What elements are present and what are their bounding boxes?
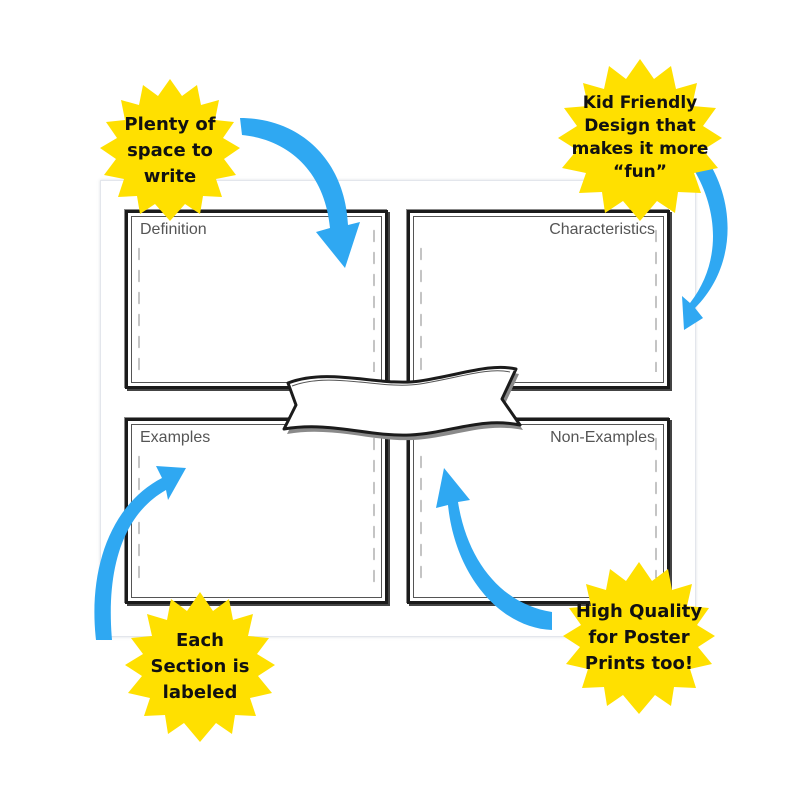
starburst-icon: [558, 59, 722, 221]
callout-line: Kid Friendly: [582, 93, 698, 114]
definition-label: Definition: [140, 221, 207, 238]
callout-line: “fun”: [613, 161, 667, 182]
callout-line: High Quality: [575, 600, 703, 622]
starburst-icon: [100, 79, 240, 221]
examples-label: Examples: [140, 429, 211, 446]
starburst-icon: [563, 562, 715, 714]
arrow-icon-top-right: [682, 158, 728, 330]
starburst-callout-space: [100, 79, 240, 221]
callout-kid-friendly-text: Kid Friendly Design that makes it more “…: [560, 72, 720, 204]
callout-line: makes it more: [571, 139, 709, 159]
starburst-callout-kid-friendly: [558, 59, 722, 221]
dotted-guide: [373, 433, 375, 587]
callout-space-text: Plenty of space to write: [108, 98, 232, 204]
center-ribbon-banner: [282, 365, 523, 441]
callout-line: Prints too!: [584, 653, 694, 675]
callout-line: Design that: [584, 116, 696, 137]
dotted-guide: [138, 451, 140, 587]
callout-line: space to: [127, 139, 213, 161]
callout-line: labeled: [162, 682, 238, 704]
starburst-icon: [125, 592, 275, 742]
callout-line: Plenty of: [124, 113, 216, 135]
arrow-icon-bottom-left: [94, 466, 186, 640]
callout-line: for Poster: [588, 626, 690, 648]
characteristics-box: Characteristics: [407, 210, 670, 389]
dotted-guide: [373, 225, 375, 372]
dotted-guide: [655, 225, 657, 372]
starburst-callout-quality: [563, 562, 715, 714]
callout-line: Section is: [150, 655, 250, 677]
characteristics-label: Characteristics: [549, 221, 655, 238]
dotted-guide: [420, 243, 422, 372]
dotted-guide: [420, 451, 422, 587]
non-examples-label: Non-Examples: [550, 429, 655, 446]
arrow-icon-bottom-right: [436, 468, 552, 630]
arrow-icon-top-left: [240, 118, 360, 268]
dotted-guide: [138, 243, 140, 372]
callout-line: Each: [176, 629, 224, 651]
callout-quality-text: High Quality for Poster Prints too!: [566, 582, 712, 694]
starburst-callout-section: [125, 592, 275, 742]
callout-line: write: [143, 166, 197, 188]
callout-section-text: Each Section is labeled: [132, 612, 268, 722]
dotted-guide: [655, 433, 657, 587]
